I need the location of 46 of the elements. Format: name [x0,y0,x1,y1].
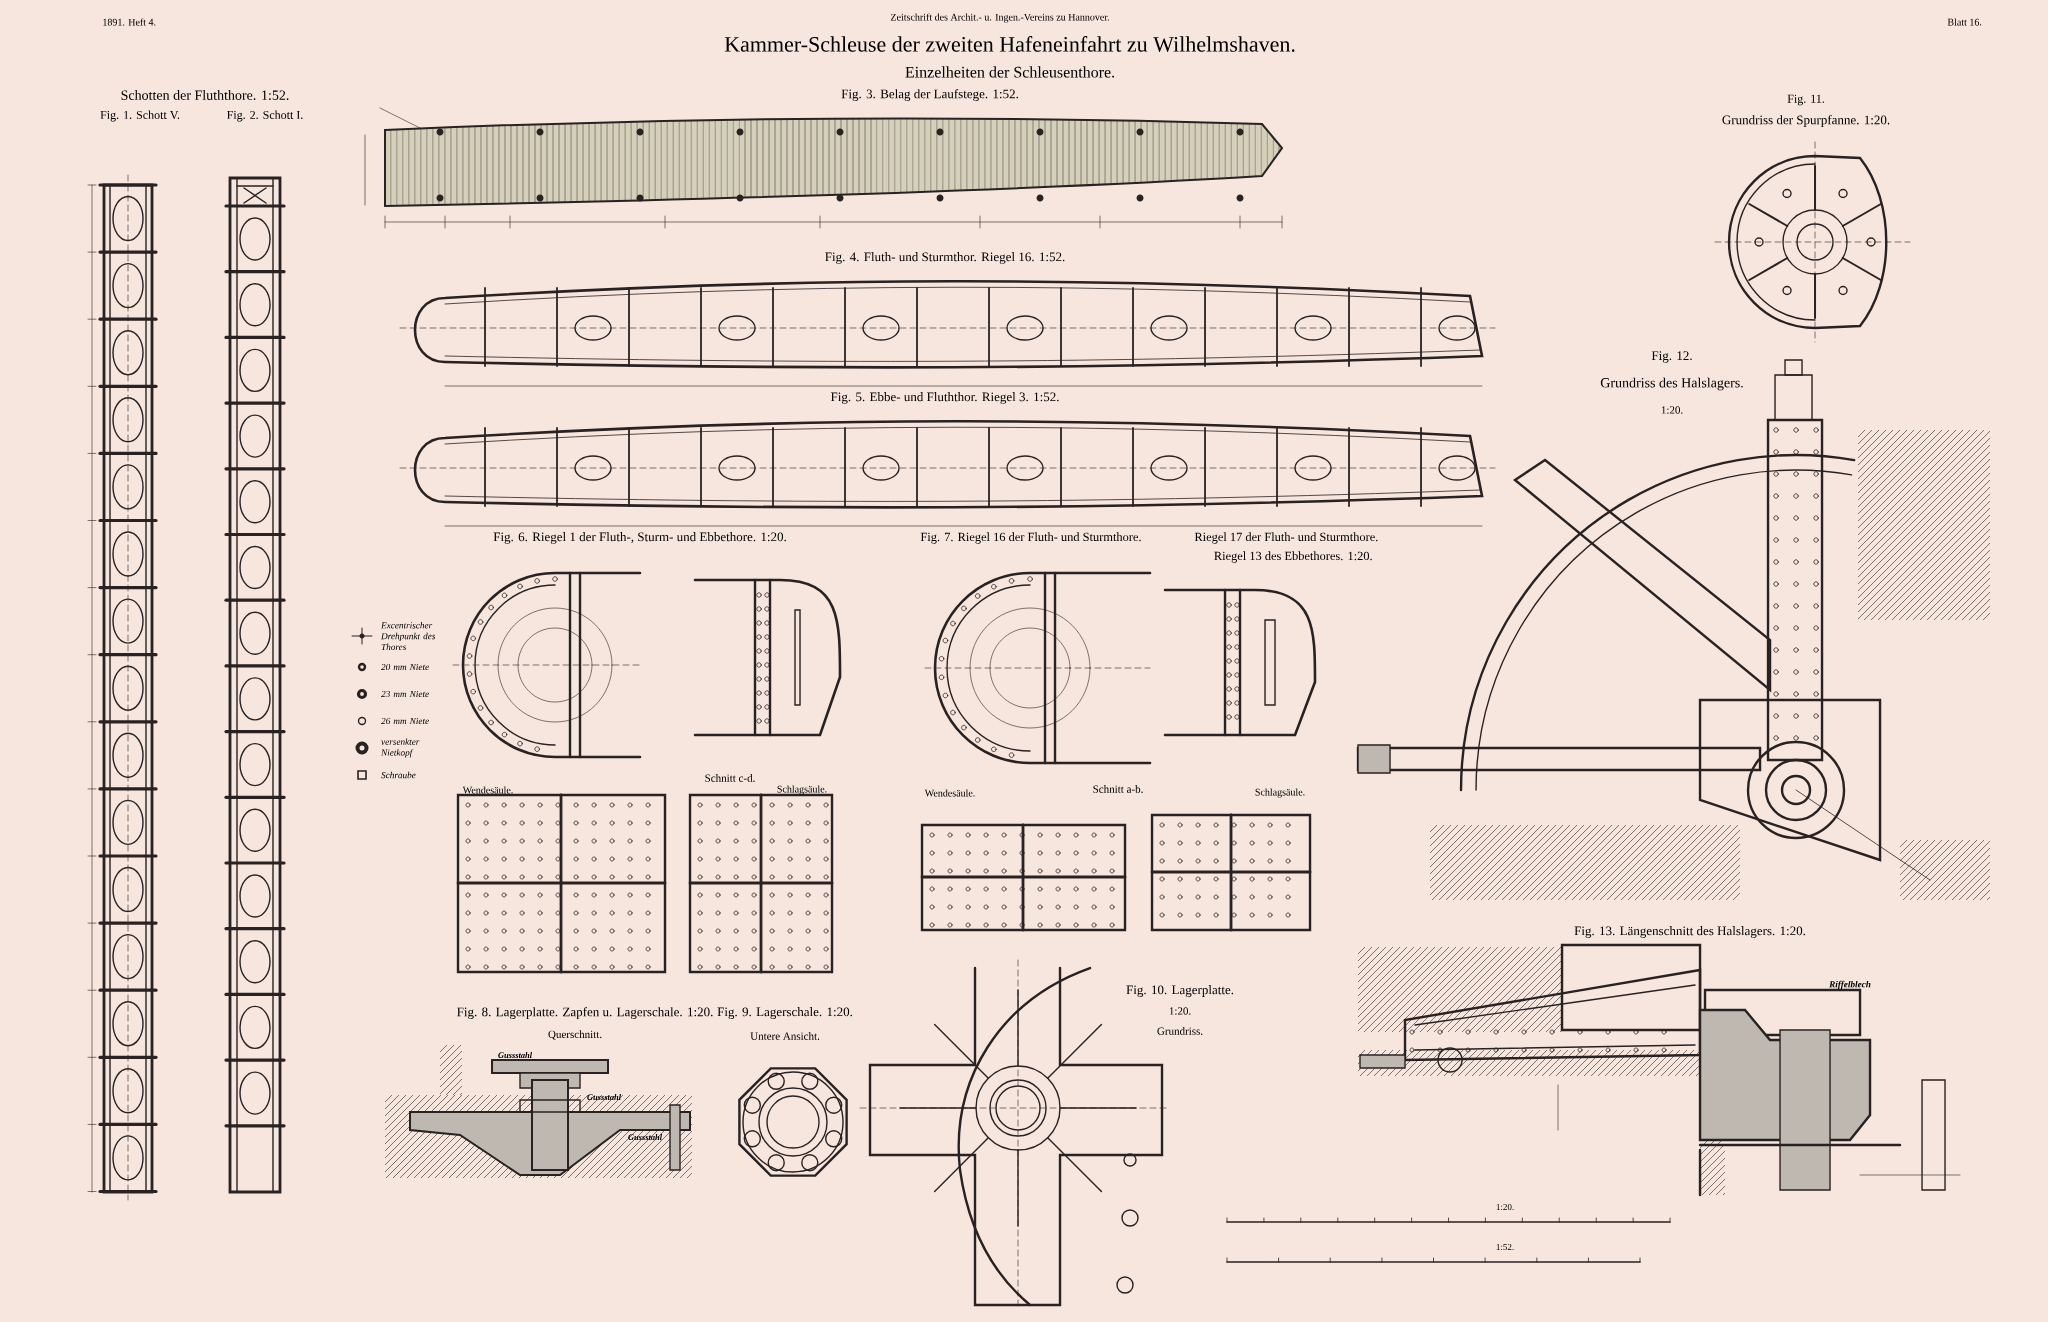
page-header: Blatt 16. [1947,18,1982,26]
figure-caption: Riegel 13 des Ebbethores. 1:20. [1214,551,1372,563]
view-label: Schlagsäule. [1255,788,1305,798]
scale-label: 1:20. [1496,1203,1514,1211]
figure-caption: Fig. 12. [1651,351,1692,363]
figure-caption: 1:20. [1169,1007,1191,1015]
figure-caption: Fig. 6. Riegel 1 der Fluth-, Sturm- und Ebbethore. 1:20. [493,532,786,544]
view-label: Querschnitt. [548,1030,602,1040]
view-label: Schnitt c-d. [705,774,755,782]
material-label: Gussstahl [498,1052,533,1058]
figure-caption: Fig. 10. Lagerplatte. [1126,985,1234,997]
view-label: Grundriss. [1157,1027,1203,1035]
figure-caption: Riegel 17 der Fluth- und Sturmthore. [1194,532,1378,544]
legend-item: 23 mm Niete [356,688,429,700]
figure-caption: Fig. 9. Lagerschale. 1:20. [717,1007,853,1019]
figure-caption: Fig. 2. Schott I. [227,110,303,122]
page-header: 1891. Heft 4. [103,18,156,26]
scale-label: 1:52. [1496,1243,1514,1251]
figure-caption: Fig. 1. Schott V. [100,110,180,122]
view-label: Untere Ansicht. [750,1032,820,1040]
view-label: Wendesäule. [924,789,975,797]
figure-caption: Grundriss des Halslagers. [1600,377,1743,391]
view-label: Schnitt a-b. [1093,785,1143,793]
view-label: Schlagsäule. [777,785,827,795]
legend-item: versenkter Nietkopf [355,738,420,758]
figure-caption: Fig. 11. [1787,94,1825,106]
subtitle: Einzelheiten der Schleusenthore. [905,66,1115,78]
legend-item: Schraube [357,770,416,780]
view-label: Wendesäule. [462,786,513,794]
figure-caption: Fig. 3. Belag der Laufstege. 1:52. [841,89,1018,101]
main-title: Kammer-Schleuse der zweiten Hafeneinfahrt zu Wilhelmshaven. [724,36,1295,52]
material-label: Gussstahl [587,1094,622,1100]
legend-item: 20 mm Niete [357,662,429,672]
figure-caption: Schotten der Fluththore. 1:52. [121,90,289,100]
figure-caption: Fig. 5. Ebbe- und Fluththor. Riegel 3. 1:52. [830,392,1059,404]
figure-caption: Fig. 13. Längenschnitt des Halslagers. 1:20. [1574,926,1806,938]
figure-caption: 1:20. [1661,406,1683,414]
figure-caption: Fig. 4. Fluth- und Sturmthor. Riegel 16. 1:52. [825,252,1065,264]
part-label: Riffelblech [1829,980,1871,990]
legend-item: 26 mm Niete [357,716,429,726]
page-header: Zeitschrift des Archit.- u. Ingen.-Vereins zu Hannover. [890,13,1109,23]
material-label: Gussstahl [628,1134,663,1140]
legend-item: Excentrischer Drehpunkt des Thores [351,622,436,651]
figure-caption: Fig. 7. Riegel 16 der Fluth- und Sturmthore. [920,532,1141,544]
figure-caption: Grundriss der Spurpfanne. 1:20. [1722,115,1890,127]
figure-caption: Fig. 8. Lagerplatte. Zapfen u. Lagerschale. 1:20. [457,1007,713,1019]
